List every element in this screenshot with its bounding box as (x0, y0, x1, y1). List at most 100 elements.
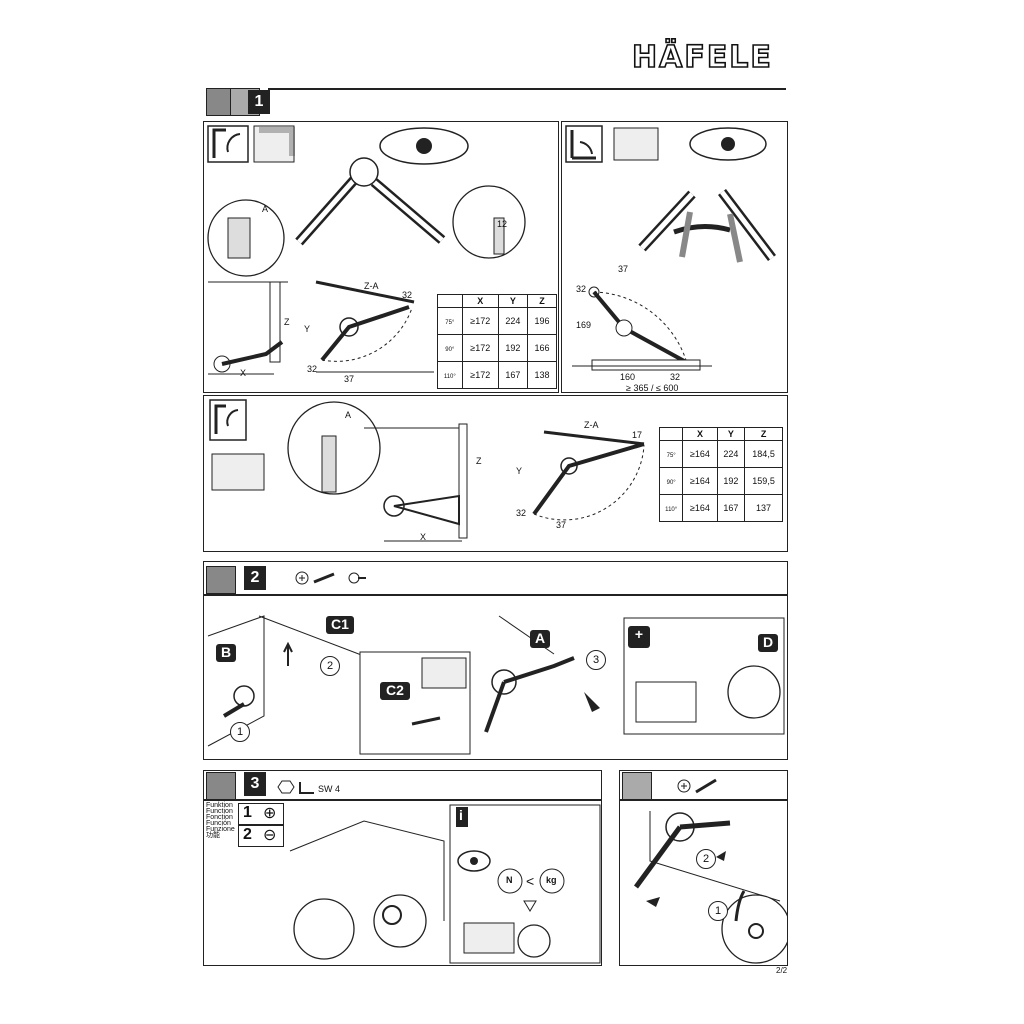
kg-label: kg (546, 875, 557, 885)
function-word: 功能 (206, 832, 220, 839)
step-circle-1: 1 (230, 722, 250, 742)
angle-label: 75° (666, 453, 676, 459)
step-circle-2: 2 (696, 849, 716, 869)
cell-x: ≥172 (461, 307, 499, 335)
removal-header-bar (619, 770, 788, 800)
header-rule (268, 88, 786, 90)
cell-z: 184,5 (744, 440, 783, 468)
dim-a: A (345, 410, 352, 420)
cell-x: ≥164 (682, 440, 718, 468)
cell-y: 224 (716, 440, 746, 468)
step-number-1: 1 (248, 90, 270, 114)
page-number: 2/2 (776, 966, 788, 975)
angle-label: 90° (666, 480, 676, 486)
minus-icon: ⊖ (263, 827, 277, 844)
side-mount-drawing (565, 125, 776, 371)
step-circle-2: 2 (320, 656, 340, 676)
col-x: X (682, 427, 718, 441)
badge-d: D (758, 634, 778, 652)
table-row: 90° ≥164 192 159,5 (658, 467, 783, 495)
flap-angle-icon: 90° (437, 334, 463, 362)
mounting-drawings (207, 615, 785, 755)
tool-icon (206, 566, 236, 594)
info-icon: i (459, 807, 463, 823)
function-row-1: 1 ⊕ (238, 803, 284, 825)
cell-y: 224 (497, 307, 528, 335)
cell-y: 192 (497, 334, 528, 362)
step2-header-bar (203, 561, 788, 595)
dim-x: X (420, 532, 427, 542)
table-row: 110° ≥172 167 138 (437, 361, 558, 389)
flap-angle-icon: 90° (658, 467, 684, 495)
panel-removal: 1 2 (619, 800, 788, 966)
badge-plus: + (628, 626, 650, 648)
cell-z: 137 (744, 494, 783, 522)
cabinet-icon (622, 772, 652, 800)
screwdriver-icon (295, 571, 366, 585)
table-row: 90° ≥172 192 166 (437, 334, 558, 362)
badge-c1: C1 (326, 616, 354, 634)
dimension-table-1: X Y Z 75° ≥172 224 196 90° ≥172 192 166 … (437, 294, 558, 389)
table-corner (658, 427, 684, 441)
flap-angle-icon: 75° (437, 307, 463, 335)
dim-za: Z-A (364, 281, 379, 291)
function-row-2: 2 ⊖ (238, 825, 284, 847)
flap-angle-icon: 75° (658, 440, 684, 468)
step-number-3: 3 (244, 772, 266, 796)
angle-label: 75° (445, 320, 455, 326)
table-row: 75° ≥172 224 196 (437, 307, 558, 335)
newton-label: N (506, 875, 513, 885)
cell-z: 166 (526, 334, 558, 362)
cell-x: ≥164 (682, 467, 718, 495)
dim-32-vertical: 32 (576, 284, 587, 294)
removal-drawing (633, 811, 787, 964)
table-row: 75° ≥164 224 184,5 (658, 440, 783, 468)
cell-z: 159,5 (744, 467, 783, 495)
cell-y: 192 (716, 467, 746, 495)
angle-label: 110° (443, 374, 456, 380)
function-word: Fonction (206, 814, 233, 821)
less-than: < (526, 873, 535, 889)
dim-12: 12 (497, 219, 508, 229)
function-num-1: 1 (243, 804, 252, 821)
cell-z: 196 (526, 307, 558, 335)
dim-37: 37 (344, 374, 355, 384)
dim-37: 37 (556, 520, 567, 530)
lift-fitting-drawing (209, 399, 645, 542)
panel-side-mount-dimensions: 37 32 169 160 32 ≥ 365 / ≤ 600 (561, 121, 788, 393)
col-z: Z (526, 294, 558, 308)
hex-key-icon (277, 780, 314, 794)
table-corner (437, 294, 463, 308)
dim-y: Y (516, 466, 523, 476)
dim-a: A (262, 204, 269, 214)
cell-z: 138 (526, 361, 558, 389)
angle-label: 110° (665, 507, 678, 513)
dim-x: X (240, 368, 247, 378)
dim-17: 17 (632, 430, 643, 440)
cell-x: ≥164 (682, 494, 718, 522)
col-y: Y (497, 294, 528, 308)
cell-y: 167 (497, 361, 528, 389)
plus-icon: ⊕ (263, 805, 277, 822)
step-circle-1: 1 (708, 901, 728, 921)
dim-32-horizontal: 32 (670, 372, 681, 382)
panel-mounting: B C1 C2 A + D 1 2 3 (203, 595, 788, 760)
dim-za: Z-A (584, 420, 599, 430)
screwdriver-icon (677, 778, 717, 794)
dimension-table-2: X Y Z 75° ≥164 224 184,5 90° ≥164 192 15… (658, 427, 783, 522)
panel-flap-dimensions: A Z-A 32 12 Z Y X 32 37 X Y Z 75° ≥172 2… (203, 121, 559, 393)
dim-range: ≥ 365 / ≤ 600 (626, 383, 679, 393)
flap-angle-icon: 110° (437, 361, 463, 389)
dim-37: 37 (618, 264, 629, 274)
function-labels: Funktion Function Fonction Función Funzi… (206, 802, 235, 839)
dim-169: 169 (576, 320, 592, 330)
dim-z: Z (476, 456, 482, 466)
panel-lift-dimensions: A Z X Z-A 17 Y 32 37 X Y Z 75° ≥164 224 … (203, 395, 788, 552)
function-word: Function (206, 808, 233, 815)
logo-wordmark: HÄFELE (631, 39, 773, 76)
cell-x: ≥172 (461, 334, 499, 362)
flap-angle-icon: 110° (658, 494, 684, 522)
function-num-2: 2 (243, 826, 252, 843)
dim-32-top: 32 (402, 290, 413, 300)
cell-x: ≥172 (461, 361, 499, 389)
